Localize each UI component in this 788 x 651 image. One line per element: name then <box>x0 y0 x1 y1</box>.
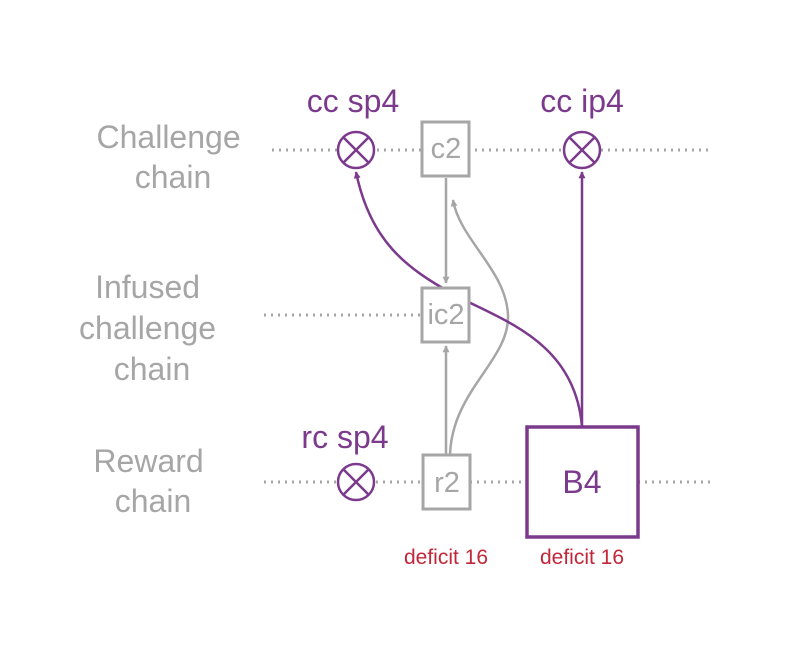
cc-ip4-label: cc ip4 <box>540 83 624 119</box>
challenge-chain-label: Challenge chain <box>97 119 250 195</box>
c2-node: c2 <box>420 120 471 178</box>
b4-label: B4 <box>562 464 601 500</box>
c2-label: c2 <box>431 133 462 165</box>
r2-to-c2-arrow <box>448 199 510 456</box>
r2-label: r2 <box>434 467 460 499</box>
ic2-label: ic2 <box>427 299 464 331</box>
rc-sp4-label: rc sp4 <box>301 419 388 455</box>
b4-deficit-label: deficit 16 <box>540 546 624 569</box>
cc-ip4-point <box>562 130 602 170</box>
cc-sp4-point <box>336 130 376 170</box>
r2-deficit-label: deficit 16 <box>404 546 488 569</box>
cc-sp4-label: cc sp4 <box>307 83 399 119</box>
b4-block: B4 <box>525 425 640 539</box>
rc-sp4-point <box>336 462 376 502</box>
r2-node: r2 <box>421 453 472 511</box>
ic2-node: ic2 <box>420 286 471 344</box>
reward-chain-label: Reward chain <box>93 443 212 519</box>
infused-challenge-chain-label: Infused challenge chain <box>79 269 225 387</box>
